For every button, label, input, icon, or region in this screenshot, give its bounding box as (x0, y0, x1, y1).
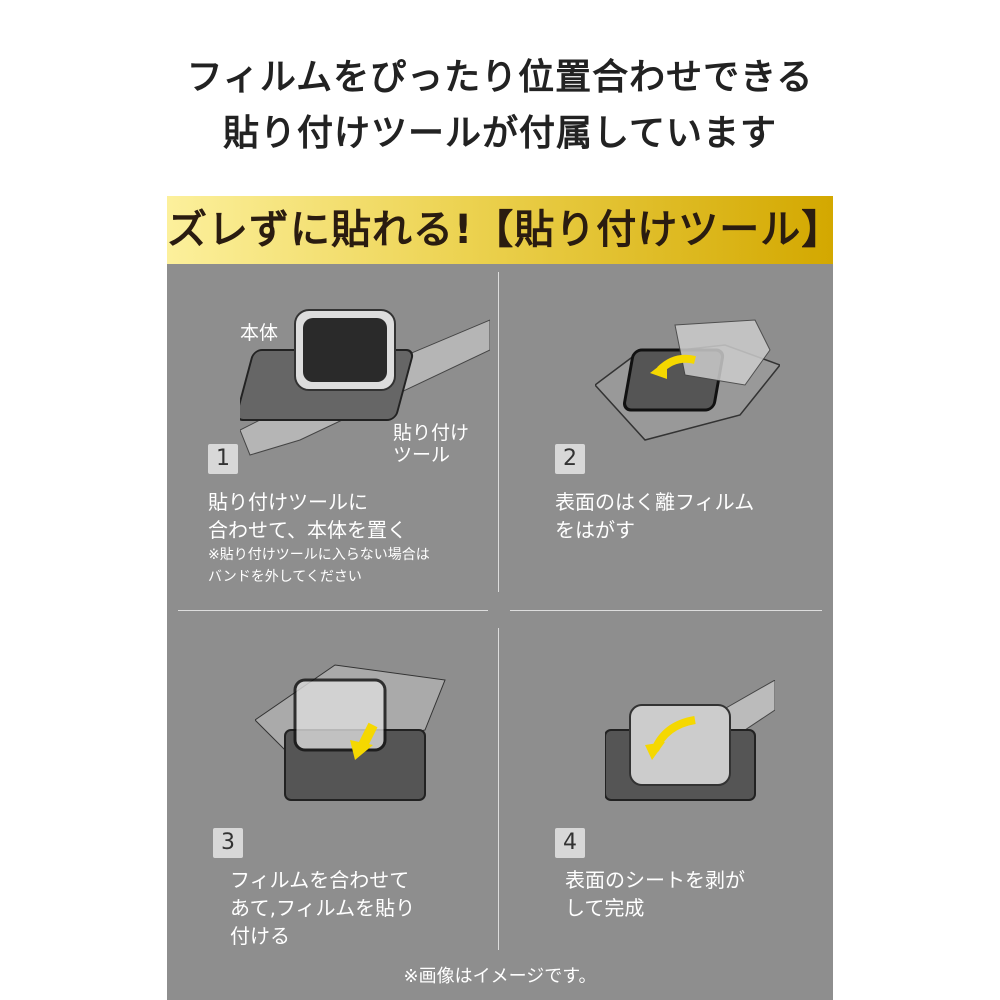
step-number: 2 (555, 444, 585, 474)
step-number: 4 (555, 828, 585, 858)
step4-text: 表面のシートを剥が (565, 868, 745, 892)
step3-text: 付ける (230, 924, 290, 948)
step3-text: あて,フィルムを貼り (230, 896, 416, 920)
divider (178, 610, 488, 611)
step4-text: して完成 (565, 896, 645, 920)
step4-illustration (605, 680, 775, 801)
heading-line-1: フィルムをぴったり位置合わせできる (186, 57, 814, 98)
step2-text: をはがす (555, 518, 635, 542)
step1-note: バンドを外してください (208, 569, 362, 585)
step-number: 3 (213, 828, 243, 858)
step1-text: 合わせて、本体を置く (208, 518, 407, 542)
step2-illustration (595, 319, 780, 441)
label-tool: 貼り付け (393, 422, 470, 444)
step1-note: ※貼り付けツールに入らない場合は (208, 547, 430, 563)
step2-text: 表面のはく離フィルム (555, 490, 755, 514)
image-footnote: ※画像はイメージです。 (403, 966, 597, 987)
banner-title: ズレずに貼れる!【貼り付けツール】 (167, 196, 841, 264)
label-body: 本体 (240, 322, 279, 344)
heading-line-2: 貼り付けツールが付属しています (223, 113, 777, 154)
label-tool: ツール (393, 444, 451, 466)
step1-text: 貼り付けツールに (208, 490, 368, 514)
step3-illustration (255, 664, 446, 801)
divider (498, 272, 499, 592)
step-number: 1 (208, 444, 238, 474)
divider (498, 628, 499, 950)
divider (510, 610, 822, 611)
step1-illustration (240, 309, 490, 456)
step3-text: フィルムを合わせて (230, 868, 410, 892)
